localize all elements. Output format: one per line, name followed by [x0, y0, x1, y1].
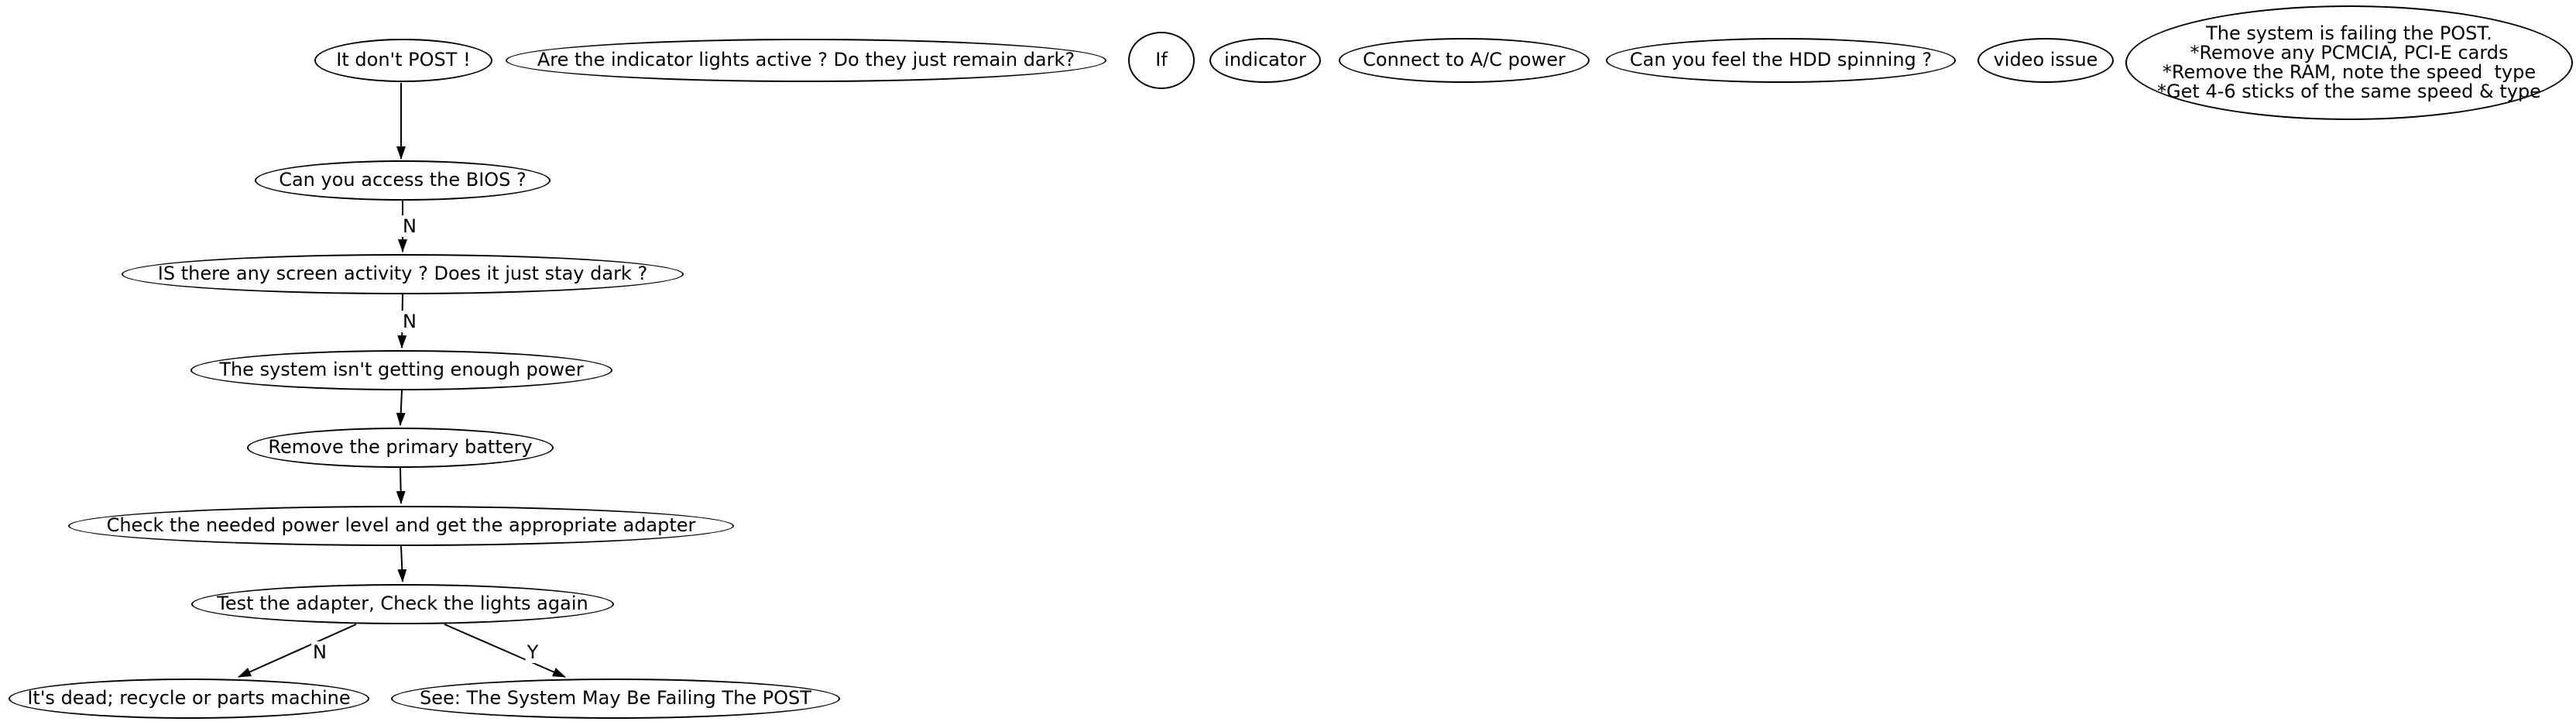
node-access-bios: Can you access the BIOS ? [255, 160, 551, 201]
node-failing-post: The system is failing the POST. *Remove … [2125, 5, 2573, 120]
edge-label-test-dead: N [311, 641, 328, 663]
node-remove-battery: Remove the primary battery [247, 428, 554, 468]
node-screen-activity: IS there any screen activity ? Does it j… [122, 254, 684, 294]
node-label: If [1155, 49, 1168, 71]
node-it-dont-post: It don't POST ! [314, 39, 492, 82]
node-label: Can you access the BIOS ? [279, 169, 527, 191]
edge-power-battery [396, 390, 406, 426]
node-test-adapter: Test the adapter, Check the lights again [191, 584, 614, 624]
node-check-power-level: Check the needed power level and get the… [68, 506, 734, 546]
node-indicator-lights-active: Are the indicator lights active ? Do the… [506, 39, 1106, 82]
node-connect-ac-power: Connect to A/C power [1339, 38, 1590, 83]
edge-label-screen-power: N [401, 311, 418, 332]
node-label: See: The System May Be Failing The POST [420, 687, 811, 710]
node-label: indicator [1224, 49, 1306, 71]
node-label: It don't POST ! [336, 49, 471, 71]
node-not-enough-power: The system isn't getting enough power [190, 350, 612, 390]
node-label: Are the indicator lights active ? Do the… [537, 49, 1075, 71]
edge-test-dead [238, 624, 357, 678]
node-label: It's dead; recycle or parts machine [27, 687, 351, 710]
node-label: Can you feel the HDD spinning ? [1629, 49, 1933, 71]
edge-test-see [444, 624, 566, 678]
edge-check-test [397, 545, 407, 582]
node-label: Check the needed power level and get the… [106, 514, 696, 537]
edge-label-test-see: Y [525, 641, 540, 663]
node-label: The system isn't getting enough power [219, 359, 584, 381]
node-label: Test the adapter, Check the lights again [217, 593, 588, 615]
node-label: IS there any screen activity ? Does it j… [157, 263, 648, 285]
node-see-failing-post: See: The System May Be Failing The POST [391, 679, 840, 719]
node-label: Connect to A/C power [1363, 49, 1566, 71]
node-its-dead: It's dead; recycle or parts machine [9, 679, 369, 719]
node-hdd-spinning: Can you feel the HDD spinning ? [1606, 38, 1956, 83]
edge-label-bios-screen: N [401, 215, 418, 237]
edge-battery-check [396, 467, 406, 504]
node-label: Remove the primary battery [268, 436, 533, 459]
node-if: If [1128, 32, 1195, 89]
node-label: video issue [1993, 49, 2098, 71]
node-indicator: indicator [1209, 38, 1321, 83]
node-label: The system is failing the POST. *Remove … [2157, 22, 2541, 102]
node-video-issue: video issue [1977, 38, 2114, 83]
